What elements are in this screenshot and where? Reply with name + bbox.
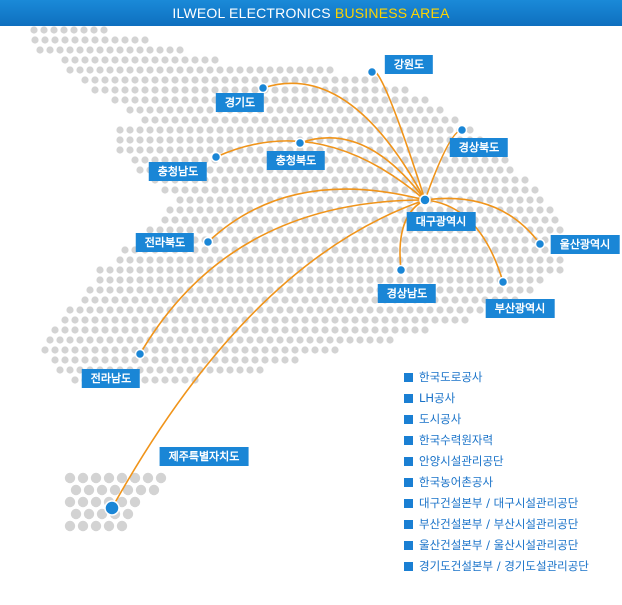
legend-square-icon bbox=[404, 457, 413, 466]
legend-item: 도시공사 bbox=[404, 410, 589, 431]
header-title-accent: BUSINESS AREA bbox=[334, 5, 450, 21]
route-line bbox=[424, 197, 541, 245]
region-marker[interactable] bbox=[395, 264, 407, 276]
route-line bbox=[207, 188, 426, 243]
region-markers bbox=[104, 66, 546, 516]
legend-square-icon bbox=[404, 436, 413, 445]
region-marker[interactable] bbox=[366, 66, 378, 78]
region-marker[interactable] bbox=[202, 236, 214, 248]
region-label-jeonnam[interactable]: 전라남도 bbox=[81, 369, 141, 388]
legend-square-icon bbox=[404, 415, 413, 424]
legend-square-icon bbox=[404, 373, 413, 382]
legend-square-icon bbox=[404, 541, 413, 550]
legend-item: 한국도로공사 bbox=[404, 368, 589, 389]
region-label-jeonbuk[interactable]: 전라북도 bbox=[135, 233, 195, 252]
peninsula-dot-grid bbox=[30, 26, 569, 532]
region-label-gangwon[interactable]: 강원도 bbox=[384, 55, 434, 74]
route-line bbox=[111, 199, 426, 509]
region-marker[interactable] bbox=[134, 348, 146, 360]
legend-item: 한국농어촌공사 bbox=[404, 473, 589, 494]
region-label-chungbuk[interactable]: 충청북도 bbox=[266, 151, 326, 170]
page-header: ILWEOL ELECTRONICS BUSINESS AREA bbox=[0, 0, 622, 26]
region-label-busan[interactable]: 부산광역시 bbox=[485, 299, 555, 318]
region-marker[interactable] bbox=[497, 276, 509, 288]
header-title: ILWEOL ELECTRONICS bbox=[172, 5, 335, 21]
region-label-ulsan[interactable]: 울산광역시 bbox=[550, 235, 620, 254]
route-lines bbox=[111, 70, 541, 509]
legend-square-icon bbox=[404, 499, 413, 508]
region-marker[interactable] bbox=[456, 124, 468, 136]
region-label-gyeonggi[interactable]: 경기도 bbox=[215, 93, 265, 112]
legend-square-icon bbox=[404, 520, 413, 529]
legend-square-icon bbox=[404, 478, 413, 487]
region-label-gyeongnam[interactable]: 경상남도 bbox=[377, 284, 437, 303]
region-marker[interactable] bbox=[257, 82, 269, 94]
hub-label-daegu[interactable]: 대구광역시 bbox=[406, 212, 476, 231]
legend-item: 경기도건설본부 / 경기도설관리공단 bbox=[404, 557, 589, 578]
hub-marker[interactable] bbox=[419, 194, 431, 206]
route-line bbox=[262, 82, 426, 201]
route-line bbox=[215, 140, 426, 201]
legend-item: 부산건설본부 / 부산시설관리공단 bbox=[404, 515, 589, 536]
legend-item: LH공사 bbox=[404, 389, 589, 410]
region-marker[interactable] bbox=[534, 238, 546, 250]
legend-square-icon bbox=[404, 394, 413, 403]
route-line bbox=[399, 199, 426, 271]
region-marker[interactable] bbox=[210, 151, 222, 163]
region-marker[interactable] bbox=[294, 137, 306, 149]
legend-item: 대구건설본부 / 대구시설관리공단 bbox=[404, 494, 589, 515]
legend-square-icon bbox=[404, 562, 413, 571]
client-legend: 한국도로공사 LH공사 도시공사 한국수력원자력 안양시설관리공단 한국농어촌공… bbox=[404, 368, 589, 578]
route-line bbox=[299, 137, 426, 201]
region-label-jeju[interactable]: 제주특별자치도 bbox=[159, 447, 249, 466]
route-line bbox=[139, 199, 426, 355]
region-label-gyeongbuk[interactable]: 경상북도 bbox=[449, 138, 509, 157]
region-label-chungnam[interactable]: 충청남도 bbox=[148, 162, 208, 181]
legend-item: 울산건설본부 / 울산시설관리공단 bbox=[404, 536, 589, 557]
legend-item: 한국수력원자력 bbox=[404, 431, 589, 452]
region-marker[interactable] bbox=[104, 500, 120, 516]
legend-item: 안양시설관리공단 bbox=[404, 452, 589, 473]
